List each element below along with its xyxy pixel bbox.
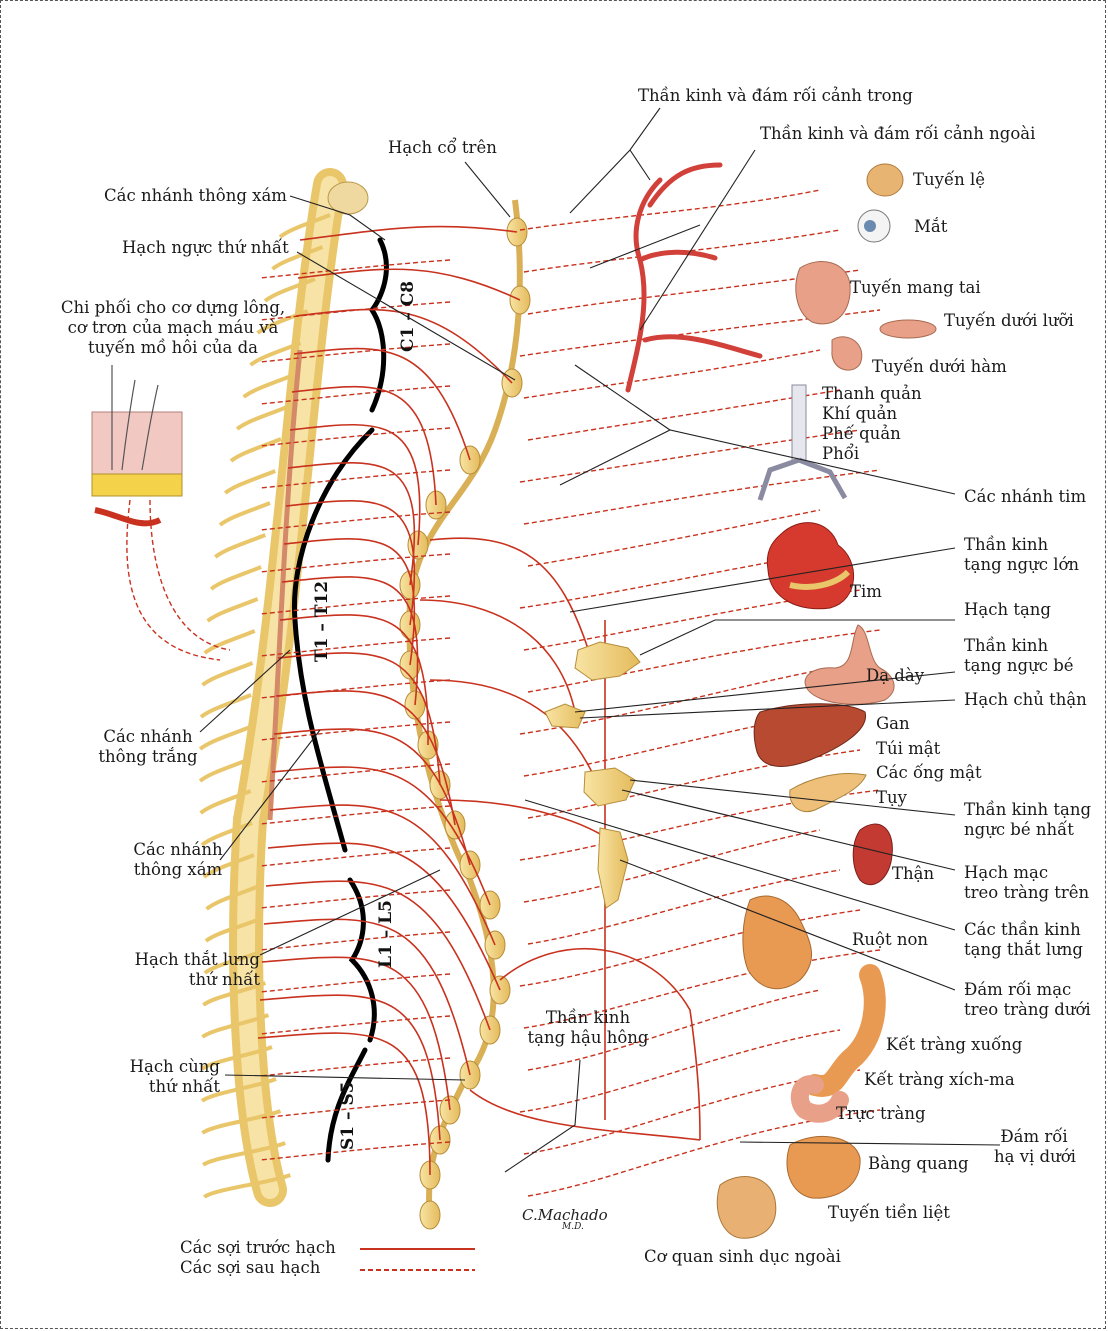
stomach-shape (805, 625, 894, 704)
gray-rami-mid-line-1: Các nhánh (126, 840, 230, 860)
pancreas-shape (790, 773, 866, 811)
label-liver-group: Gan Túi mật Các ống mật Tụy (876, 712, 982, 810)
label-parotid-gland: Tuyến mang tai (850, 278, 981, 298)
label-bladder: Bàng quang (868, 1154, 969, 1174)
label-descending-colon: Kết tràng xuống (886, 1035, 1022, 1055)
sublingual-shape (880, 320, 936, 338)
label-first-sacral-ganglion: Hạch cùng thứ nhất (122, 1057, 220, 1097)
head-vessels (628, 165, 760, 390)
prevertebral-ganglia (545, 642, 640, 908)
lumbar-splanchnic-line-2: tạng thắt lưng (964, 940, 1083, 960)
artist-signature: C.Machado M.D. (522, 1206, 608, 1232)
label-liver: Gan (876, 712, 982, 737)
label-pelvic-splanchnic: Thần kinh tạng hậu hông (518, 1008, 658, 1048)
segment-cervical: C1 – C8 (398, 281, 418, 352)
label-aorticorenal-ganglion: Hạch chủ thận (964, 690, 1087, 710)
label-trachea: Khí quản (822, 404, 922, 424)
inf-mesenteric-line-1: Đám rối mạc (964, 980, 1091, 1000)
inf-hypogastric-line-1: Đám rối (994, 1127, 1074, 1147)
lesser-splanchnic-line-1: Thần kinh (964, 636, 1074, 656)
pelvic-splanchnic-line-1: Thần kinh (518, 1008, 658, 1028)
skin-innervation-line-1: Chi phối cho cơ dựng lông, (58, 298, 288, 318)
liver-shape (754, 704, 865, 767)
bladder-shape (787, 1136, 860, 1198)
label-external-genitalia: Cơ quan sinh dục ngoài (644, 1247, 841, 1267)
greater-splanchnic-line-2: tạng ngực lớn (964, 555, 1079, 575)
least-splanchnic-line-2: ngực bé nhất (964, 820, 1091, 840)
label-greater-splanchnic: Thần kinh tạng ngực lớn (964, 535, 1079, 575)
label-submandibular-gland: Tuyến dưới hàm (872, 357, 1007, 377)
inf-mesenteric-line-2: treo tràng dưới (964, 1000, 1091, 1020)
inf-hypogastric-line-2: hạ vị dưới (994, 1147, 1074, 1167)
sup-mesenteric-line-2: treo tràng trên (964, 883, 1089, 903)
first-lumbar-line-1: Hạch thắt lưng (128, 950, 260, 970)
segment-sacral: S1 – S5 (338, 1081, 358, 1150)
first-lumbar-line-2: thứ nhất (128, 970, 260, 990)
label-first-thoracic-ganglion: Hạch ngực thứ nhất (122, 238, 289, 258)
label-bile-ducts: Các ống mật (876, 761, 982, 786)
label-kidney: Thận (892, 864, 934, 884)
label-superior-mesenteric-ganglion: Hạch mạc treo tràng trên (964, 863, 1089, 903)
white-rami-line-2: thông trắng (96, 747, 200, 767)
label-small-intestine: Ruột non (852, 930, 928, 950)
legend-lines (360, 1249, 475, 1270)
label-gray-rami-top: Các nhánh thông xám (104, 186, 287, 206)
label-larynx: Thanh quản (822, 384, 922, 404)
label-eye: Mắt (914, 217, 947, 237)
label-internal-carotid: Thần kinh và đám rối cảnh trong (638, 86, 913, 106)
first-sacral-line-1: Hạch cùng (122, 1057, 220, 1077)
small-intestine-shape (743, 896, 812, 989)
label-inferior-hypogastric-plexus: Đám rối hạ vị dưới (994, 1127, 1074, 1167)
label-superior-cervical-ganglion: Hạch cổ trên (388, 138, 497, 158)
first-sacral-line-2: thứ nhất (122, 1077, 220, 1097)
genitalia-shape (717, 1177, 776, 1239)
label-prostate: Tuyến tiền liệt (828, 1203, 950, 1223)
trachea-shape (792, 385, 806, 460)
segment-thoracic: T1 – T12 (312, 581, 332, 662)
label-bronchi: Phế quản (822, 424, 922, 444)
segment-lumbar: L1 – L5 (376, 900, 396, 968)
lacrimal-gland-shape (867, 164, 903, 196)
greater-splanchnic-line-1: Thần kinh (964, 535, 1079, 555)
white-rami-line-1: Các nhánh (96, 727, 200, 747)
skin-block (92, 365, 182, 523)
label-celiac-ganglion: Hạch tạng (964, 600, 1051, 620)
label-lacrimal-gland: Tuyến lệ (913, 170, 985, 190)
kidney-shape (853, 824, 892, 885)
label-lung: Phổi (822, 444, 922, 464)
parotid-shape (796, 262, 850, 324)
label-gallbladder: Túi mật (876, 737, 982, 762)
submandibular-shape (832, 337, 862, 370)
gray-rami-mid-line-2: thông xám (126, 860, 230, 880)
label-external-carotid: Thần kinh và đám rối cảnh ngoài (760, 124, 1035, 144)
label-rectum: Trực tràng (836, 1104, 926, 1124)
lesser-splanchnic-line-2: tạng ngực bé (964, 656, 1074, 676)
label-gray-rami-mid: Các nhánh thông xám (126, 840, 230, 880)
label-airway: Thanh quản Khí quản Phế quản Phổi (822, 384, 922, 464)
label-lesser-splanchnic: Thần kinh tạng ngực bé (964, 636, 1074, 676)
label-least-splanchnic: Thần kinh tạng ngực bé nhất (964, 800, 1091, 840)
heart-shape (767, 523, 853, 609)
label-heart: Tim (850, 582, 882, 602)
label-skin-innervation: Chi phối cho cơ dựng lông, cơ trơn của m… (58, 298, 288, 358)
label-cardiac-branches: Các nhánh tim (964, 487, 1086, 507)
label-white-rami: Các nhánh thông trắng (96, 727, 200, 767)
least-splanchnic-line-1: Thần kinh tạng (964, 800, 1091, 820)
skin-innervation-line-3: tuyến mồ hôi của da (58, 338, 288, 358)
label-lumbar-splanchnic: Các thần kinh tạng thắt lưng (964, 920, 1083, 960)
label-inferior-mesenteric-plexus: Đám rối mạc treo tràng dưới (964, 980, 1091, 1020)
legend-postganglionic: Các sợi sau hạch (180, 1258, 320, 1278)
label-first-lumbar-ganglion: Hạch thắt lưng thứ nhất (128, 950, 260, 990)
label-sigmoid-colon: Kết tràng xích-ma (864, 1070, 1015, 1090)
pelvic-splanchnic-line-2: tạng hậu hông (518, 1028, 658, 1048)
sup-mesenteric-line-1: Hạch mạc (964, 863, 1089, 883)
label-stomach: Dạ dày (866, 666, 924, 686)
lumbar-splanchnic-line-1: Các thần kinh (964, 920, 1083, 940)
label-sublingual-gland: Tuyến dưới lưỡi (944, 311, 1074, 331)
legend-preganglionic: Các sợi trước hạch (180, 1238, 336, 1258)
skin-innervation-line-2: cơ trơn của mạch máu và (58, 318, 288, 338)
